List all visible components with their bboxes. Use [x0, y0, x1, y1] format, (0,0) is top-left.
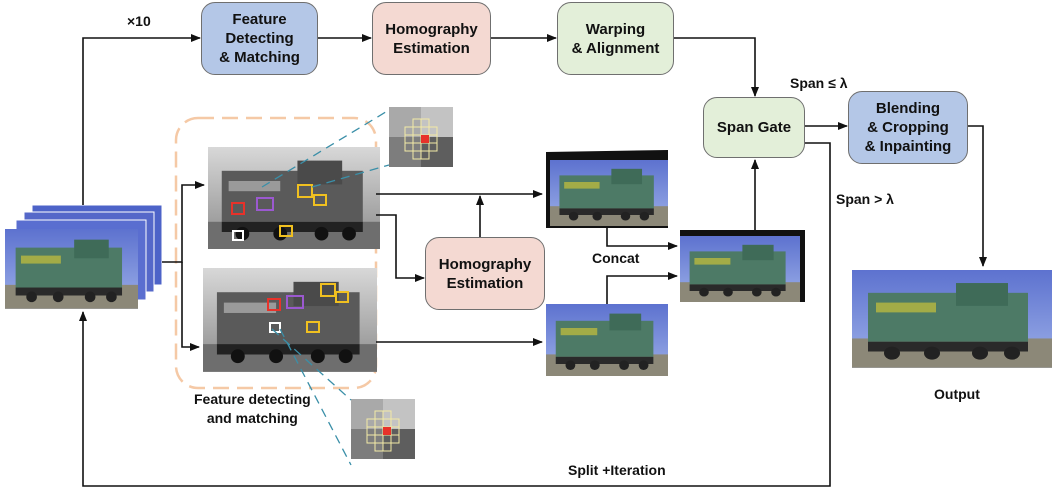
concat-image — [680, 230, 805, 302]
zoom-patch-bottom — [350, 398, 416, 460]
zoom-leaders — [261, 109, 390, 466]
span-gate-box: Span Gate — [703, 97, 805, 158]
blending-box: Blending & Cropping & Inpainting — [848, 91, 968, 164]
feature-detecting-caption: Feature detecting and matching — [194, 391, 311, 426]
feature-detecting-label: Feature Detecting & Matching — [219, 11, 300, 66]
homography-estimation-mid-box: Homography Estimation — [425, 237, 545, 310]
output-label: Output — [934, 386, 980, 402]
flow-arrows — [79, 34, 987, 487]
warping-label: Warping & Alignment — [571, 20, 660, 57]
blending-label: Blending & Cropping & Inpainting — [864, 100, 952, 155]
homography-top-label: Homography Estimation — [385, 20, 478, 57]
split-iteration-label: Split +Iteration — [568, 462, 666, 478]
feature-region-dashed — [174, 116, 378, 390]
input-train-image — [5, 229, 138, 309]
x10-label: ×10 — [127, 13, 151, 29]
warped-image-top — [546, 150, 668, 228]
span-gt-label: Span > λ — [836, 191, 894, 207]
zoom-patch-top — [388, 106, 454, 168]
warping-alignment-box: Warping & Alignment — [557, 2, 674, 75]
feature-detecting-box: Feature Detecting & Matching — [201, 2, 318, 75]
warped-image-bottom — [546, 304, 668, 376]
concat-label: Concat — [592, 250, 640, 266]
homography-estimation-top-box: Homography Estimation — [372, 2, 491, 75]
input-image-stack — [5, 204, 163, 309]
span-le-label: Span ≤ λ — [790, 75, 848, 91]
homography-mid-label: Homography Estimation — [438, 255, 532, 292]
output-image — [852, 270, 1052, 368]
span-gate-label: Span Gate — [716, 119, 792, 136]
grayscale-image-2 — [203, 268, 377, 372]
